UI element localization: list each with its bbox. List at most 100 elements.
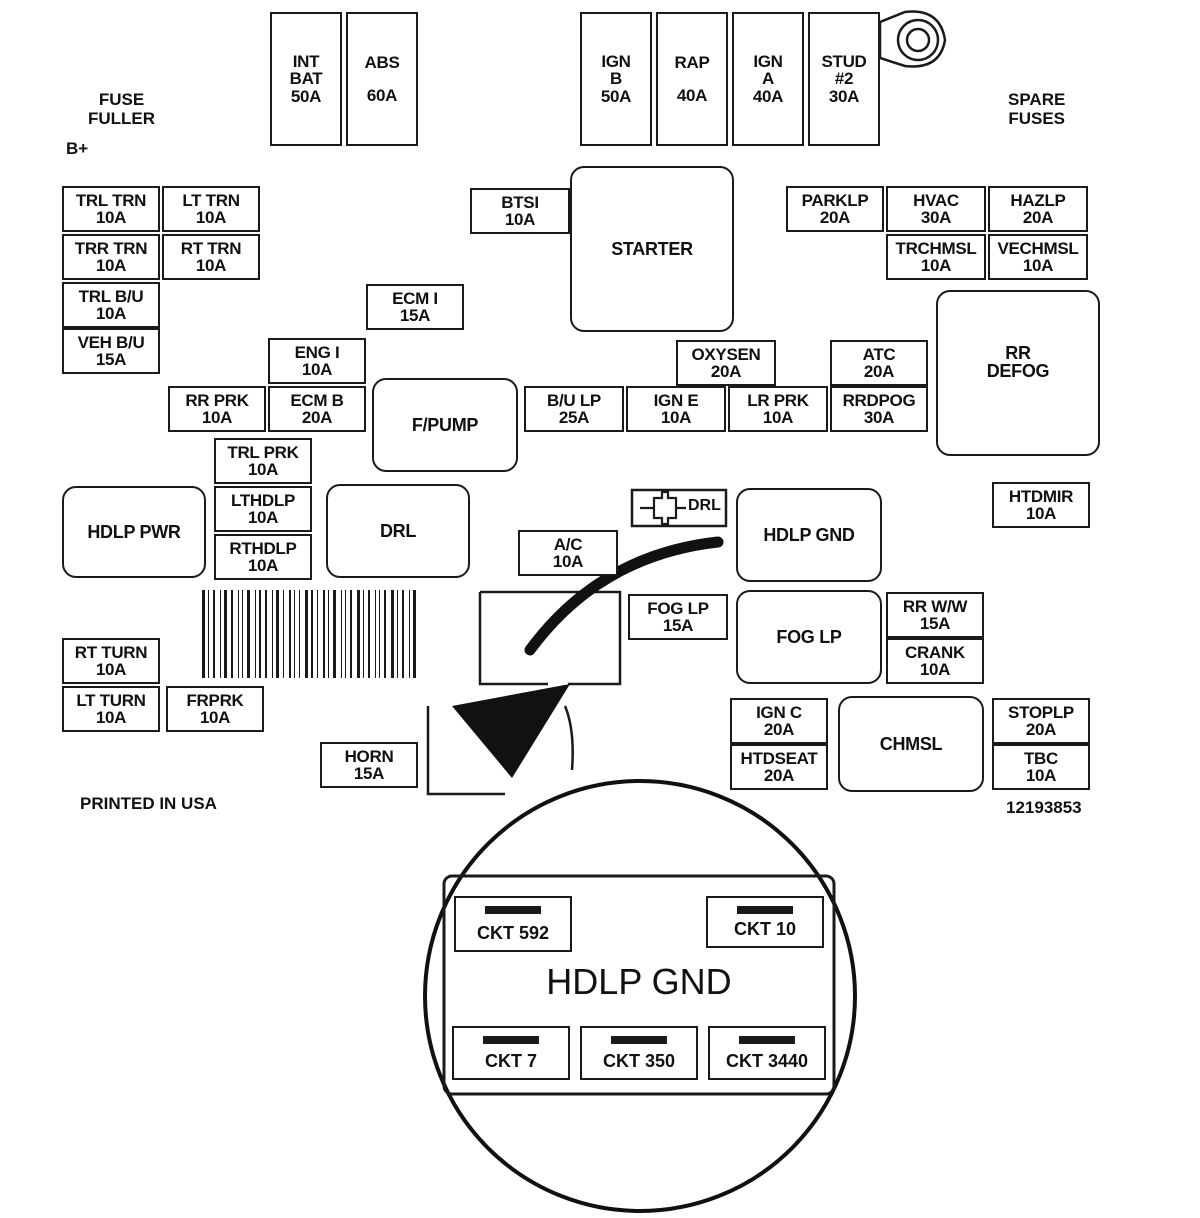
barcode-bar [345, 590, 346, 678]
fuse-rating: 10A [201, 408, 233, 427]
relay-label: DEFOG [986, 361, 1050, 382]
fuse-rating: 10A [919, 660, 951, 679]
barcode-bar [323, 590, 325, 678]
barcode-bar [202, 590, 205, 678]
relay-fog-lp[interactable]: FOG LP [736, 590, 882, 684]
relay-label: CHMSL [879, 733, 943, 754]
spare-fuses-label: SPARE FUSES [1008, 90, 1066, 128]
barcode-bar [375, 590, 376, 678]
fuse-rating: 10A [552, 552, 584, 571]
fuse-rating: 20A [763, 766, 795, 785]
fuse-label: TRL B/U [78, 286, 144, 306]
fuse-ign-a[interactable]: IGN A 40A [732, 12, 804, 146]
relay-starter[interactable]: STARTER [570, 166, 734, 332]
barcode-bar [363, 590, 364, 678]
relay-chmsl[interactable]: CHMSL [838, 696, 984, 792]
fuse-puller-label: FUSE FULLER [88, 90, 156, 128]
fuse-abs[interactable]: ABS 60A [346, 12, 418, 146]
fuse-label: LTHDLP [231, 490, 295, 510]
relay-f-pump[interactable]: F/PUMP [372, 378, 518, 472]
fuse-label: TRL TRN [75, 190, 147, 210]
barcode-bar [391, 590, 394, 678]
fuse-rating: 20A [1025, 720, 1057, 739]
fuse-rating: 10A [247, 460, 279, 479]
fuse-ign-b[interactable]: IGN B 50A [580, 12, 652, 146]
terminal-ckt-7[interactable]: CKT 7 [452, 1026, 570, 1080]
fuse-label: STOPLP [1008, 702, 1074, 722]
fuse-label: BTSI [501, 192, 539, 212]
barcode-bar [208, 590, 209, 678]
fuse-int-bat[interactable]: INT BAT 50A [270, 12, 342, 146]
fuse-rating: 10A [1025, 504, 1057, 523]
relay-drl[interactable]: DRL [326, 484, 470, 578]
empty-relay-outline [478, 590, 622, 686]
fuse-label: LR PRK [747, 390, 809, 410]
barcode-bar [317, 590, 318, 678]
fuse-rating: 10A [95, 304, 127, 323]
fuse-rating: 40A [676, 86, 708, 105]
terminal-ckt-3440[interactable]: CKT 3440 [708, 1026, 826, 1080]
fuse-stud-2[interactable]: STUD #2 30A [808, 12, 880, 146]
fuse-label: TRR TRN [74, 238, 148, 258]
relay-rr-defog[interactable]: RR DEFOG [936, 290, 1100, 456]
barcode-bar [213, 590, 215, 678]
fuse-rating: 10A [199, 708, 231, 727]
terminal-ckt-592[interactable]: CKT 592 [454, 896, 572, 952]
drl-diode-icon [630, 488, 728, 528]
barcode-bar [259, 590, 261, 678]
fuse-rating: 10A [195, 256, 227, 275]
barcode-bar [242, 590, 243, 678]
relay-hdlp-pwr[interactable]: HDLP PWR [62, 486, 206, 578]
relay-hdlp-gnd[interactable]: HDLP GND [736, 488, 882, 582]
circuit-label: CKT 7 [484, 1051, 537, 1071]
barcode-graphic [202, 590, 416, 678]
fuse-rap[interactable]: RAP 40A [656, 12, 728, 146]
fuse-label: HVAC [913, 190, 959, 210]
part-number-label: 12193853 [1006, 798, 1082, 817]
terminal-ckt-10[interactable]: CKT 10 [706, 896, 824, 948]
fuse-rating: 10A [1025, 766, 1057, 785]
fuse-rating: 10A [195, 208, 227, 227]
relay-label: HDLP PWR [87, 521, 181, 542]
terminal-ckt-350[interactable]: CKT 350 [580, 1026, 698, 1080]
